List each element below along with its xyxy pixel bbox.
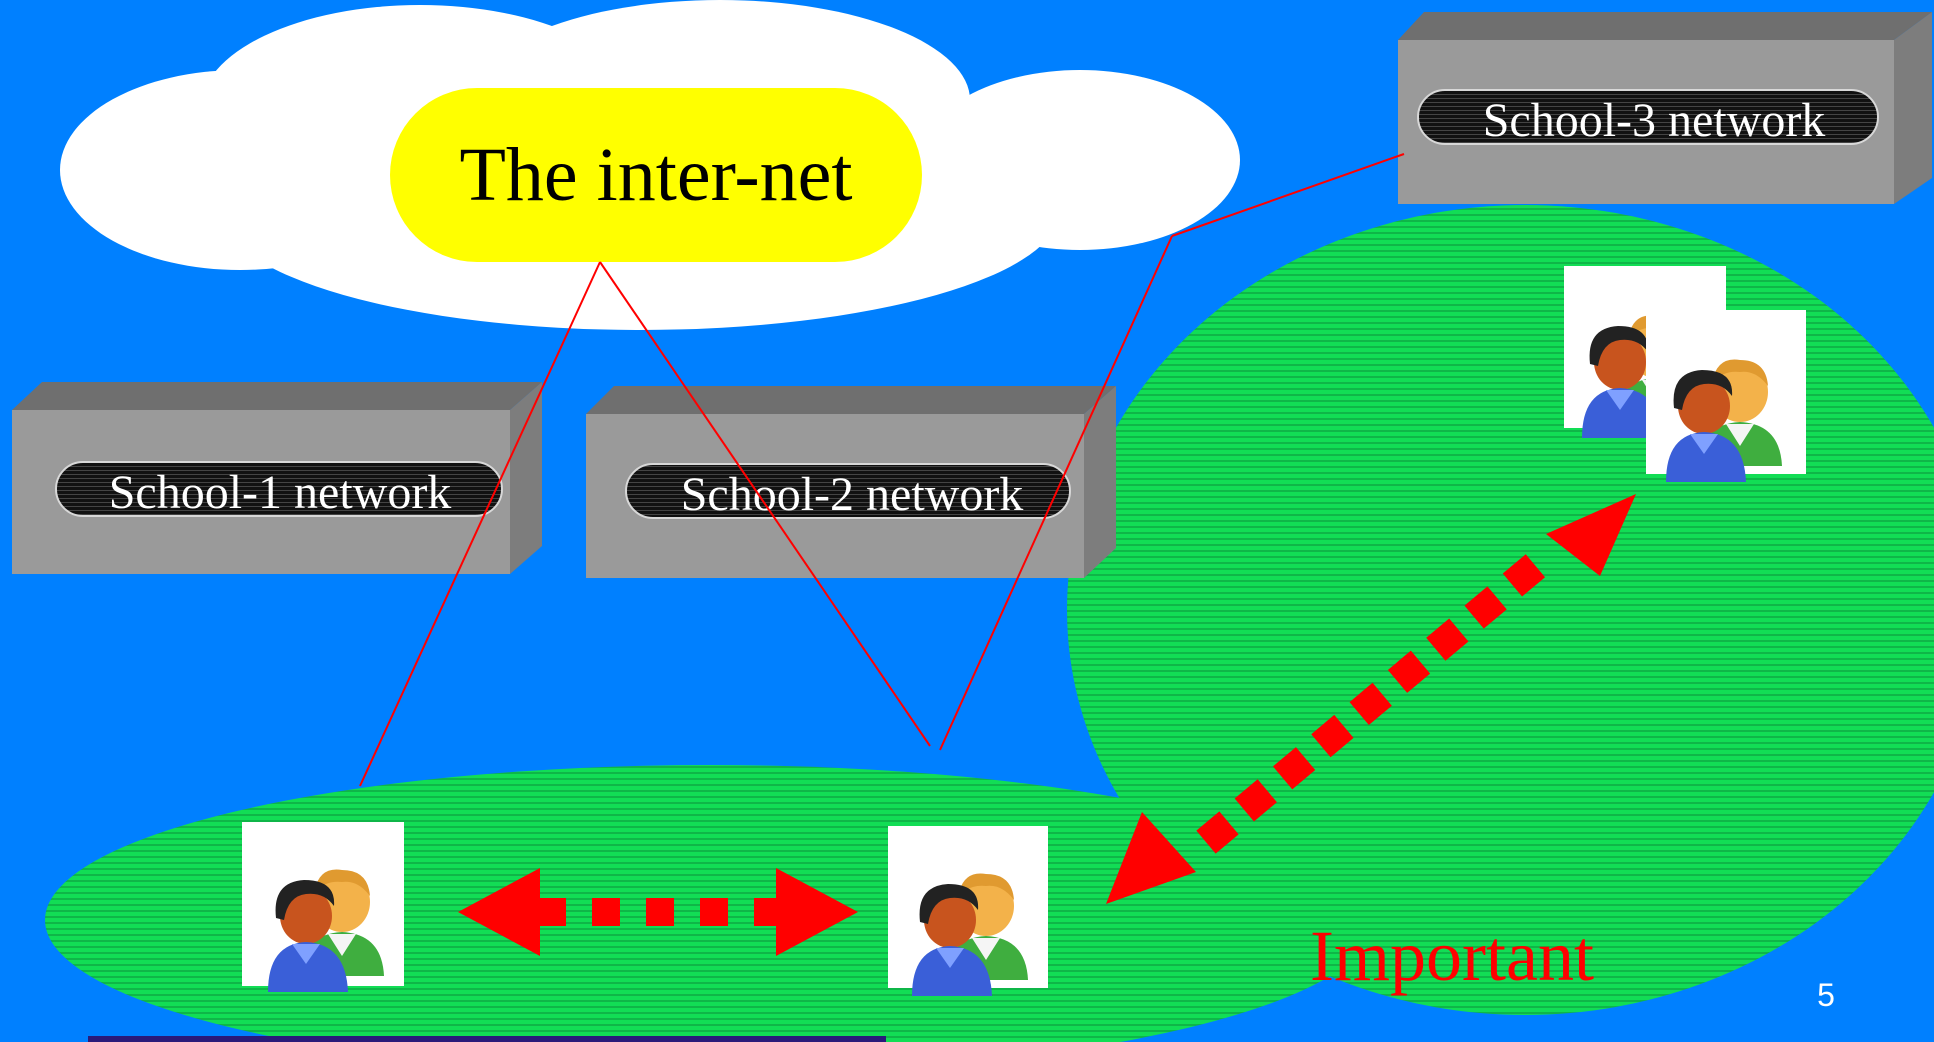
school-3-label: School-3 network — [1483, 94, 1826, 147]
school-3-network-box: School-3 network — [1398, 12, 1932, 204]
school-1-users-card — [242, 822, 404, 992]
bottom-bar — [88, 1036, 886, 1042]
school-1-label: School-1 network — [109, 466, 452, 519]
school-1-network-box: School-1 network — [12, 382, 542, 574]
local-exchange-arrow — [458, 868, 858, 956]
internet-pill — [390, 88, 922, 262]
connection-lines — [359, 153, 1405, 787]
school-2-users-card — [888, 826, 1048, 996]
internet-label: The inter-net — [459, 133, 852, 217]
important-label: Important — [1310, 916, 1594, 996]
school-2-label: School-2 network — [681, 468, 1024, 521]
inter-school-exchange-arrow — [1106, 494, 1636, 904]
school-3-users-card-front — [1646, 310, 1806, 482]
page-number: 5 — [1817, 977, 1835, 1013]
school-2-network-box: School-2 network — [586, 386, 1116, 578]
